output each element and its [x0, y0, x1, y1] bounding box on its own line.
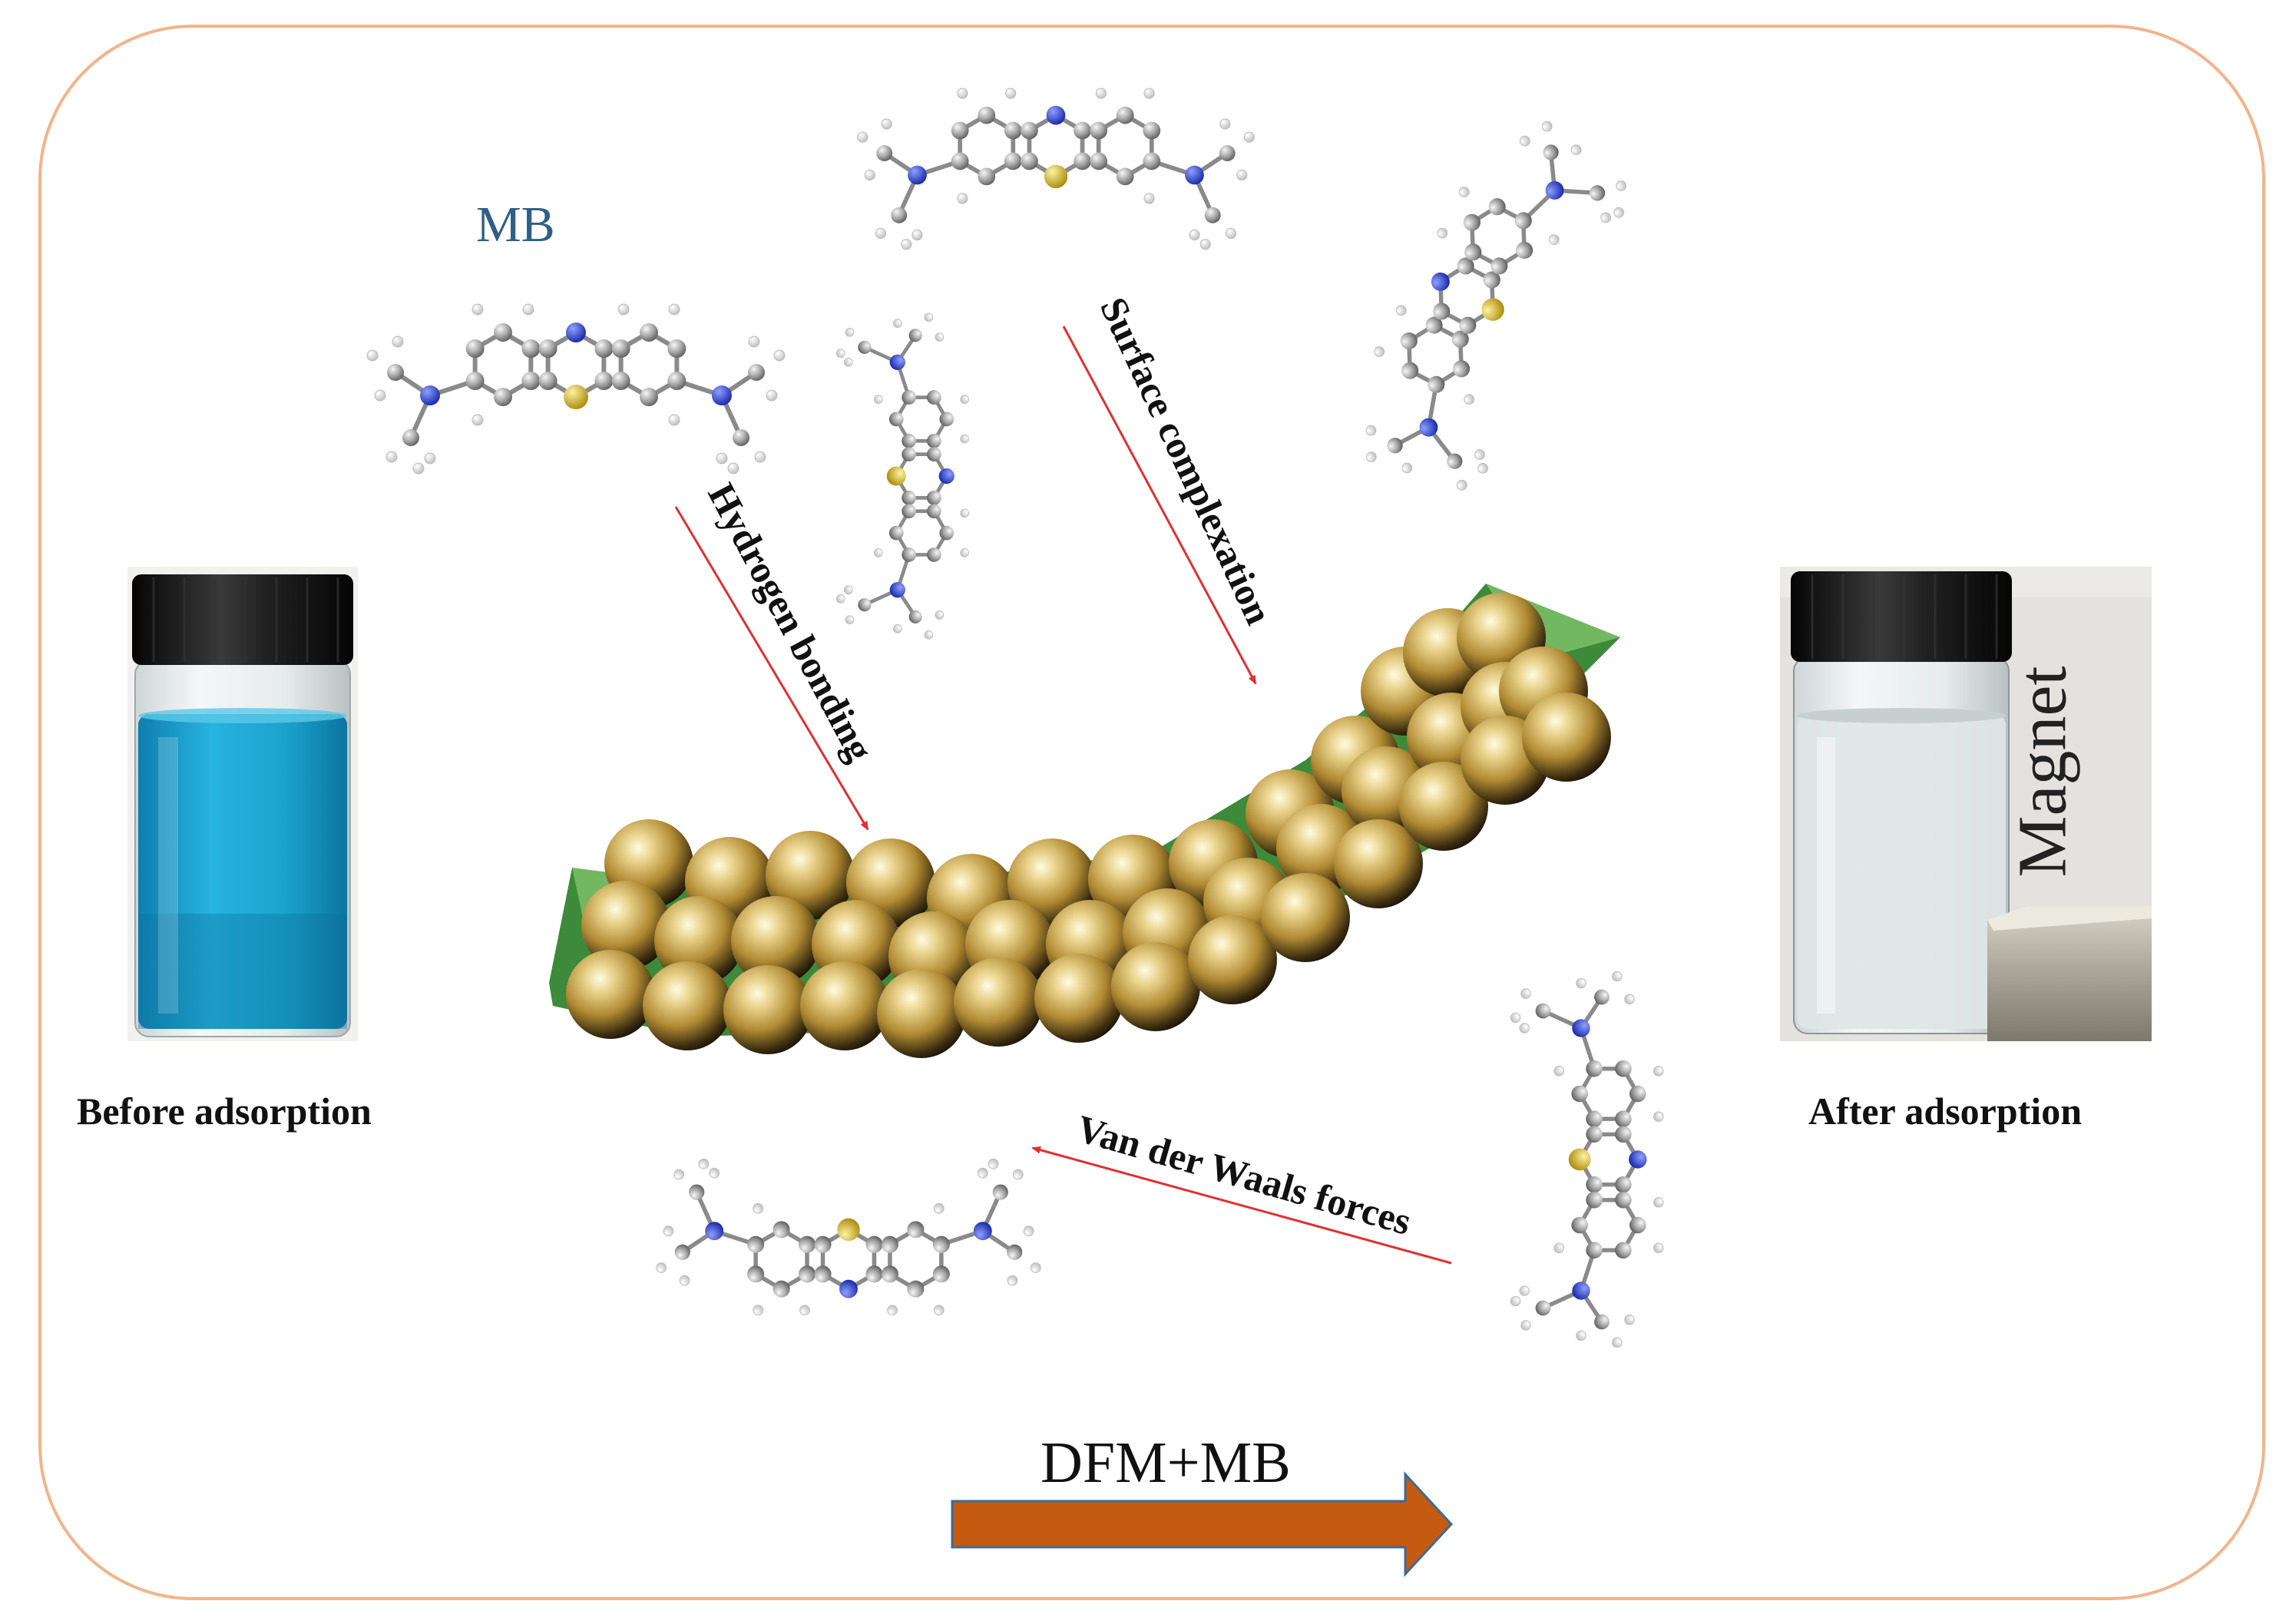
mb-molecule — [1365, 121, 1627, 491]
before-adsorption-label: Before adsorption — [77, 1090, 372, 1133]
mb-molecule — [835, 313, 970, 640]
nanoparticle — [581, 881, 670, 970]
vial-cap — [1791, 571, 2012, 662]
outer-frame — [38, 25, 2265, 1600]
magnetic-nanoparticles — [566, 593, 1611, 1058]
process-arrow — [951, 1471, 1454, 1577]
surface-complexation-arrow — [1062, 326, 1257, 685]
nanoparticle — [1522, 693, 1611, 782]
process-label: DFM+MB — [1040, 1431, 1291, 1495]
blue-solution — [138, 714, 347, 1029]
nanoparticle — [1399, 762, 1488, 851]
nanoparticle — [1261, 873, 1350, 962]
mb-molecule — [1510, 971, 1664, 1348]
mb-molecule — [656, 1158, 1041, 1316]
mb-molecules — [366, 88, 1664, 1348]
mb-label: MB — [476, 197, 555, 253]
nanoparticle — [954, 958, 1043, 1047]
mb-molecule — [857, 88, 1255, 250]
magnet-label: Magnet — [2004, 666, 2081, 878]
nanoparticle — [731, 896, 820, 985]
after-adsorption-label: After adsorption — [1808, 1090, 2083, 1133]
magnet-block — [1987, 906, 2152, 1041]
nanoparticle — [1334, 819, 1423, 908]
nanoparticle — [566, 950, 655, 1039]
mb-molecule — [366, 303, 786, 475]
hydrogen-bonding-arrow — [674, 506, 869, 831]
nanoparticle — [877, 969, 966, 1058]
nanoparticle — [643, 961, 732, 1050]
graphene-sheet — [549, 584, 1620, 1037]
nanoparticle — [1034, 954, 1123, 1043]
nanoparticle — [800, 961, 889, 1050]
van-der-waals-arrow — [1031, 1146, 1452, 1265]
vial-cap — [132, 574, 353, 665]
after-vial-photo — [1780, 567, 2152, 1041]
nanoparticle — [766, 831, 855, 920]
nanoparticle — [1111, 942, 1200, 1031]
nanoparticle — [723, 965, 812, 1054]
before-vial-photo — [127, 567, 358, 1041]
nanoparticle — [1188, 915, 1277, 1004]
